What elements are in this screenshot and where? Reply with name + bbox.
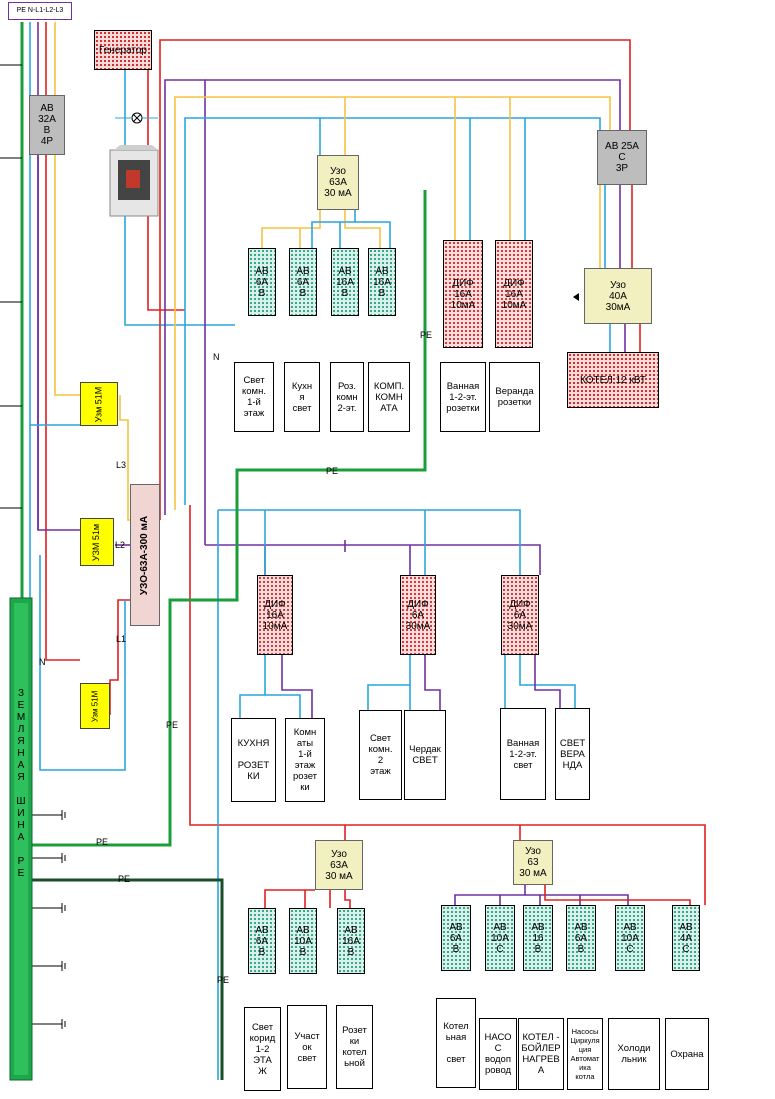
group1-load-1: Свет комн. 1-й этаж	[234, 362, 274, 432]
pe-label-1: PE	[420, 330, 433, 340]
main-breaker-32a[interactable]: АВ 32А В 4Р	[29, 95, 65, 155]
group5-breaker-3[interactable]: АВ 16 В	[523, 905, 553, 971]
l1-label: L1	[116, 634, 127, 644]
group2-dif-2[interactable]: ДИФ 16А 10мА	[495, 240, 533, 348]
uzo-63a-300ma[interactable]: УЗО-63А-300 мА	[130, 484, 160, 626]
l3-label: L3	[116, 460, 127, 470]
group5-load-4: Насосы Циркуля ция Автомат ика котла	[567, 1018, 603, 1090]
group5-breaker-2[interactable]: АВ 10А С	[485, 905, 515, 971]
group3-dif-1[interactable]: ДИФ 16А 10мА	[257, 575, 293, 655]
ground-bus-label: З Е М Л Я Н А Я Ш И Н А Р Е	[16, 688, 26, 879]
group4-breaker-2[interactable]: АВ 10А В	[289, 908, 317, 974]
uzm-l1-label: Узм 51М	[90, 690, 100, 722]
group3-load-4: Чердак СВЕТ	[404, 710, 446, 800]
group5-breaker-5[interactable]: АВ 10А С	[615, 905, 645, 971]
pe-label-4: PE	[96, 837, 109, 847]
group4-breaker-3[interactable]: АВ 16А В	[337, 908, 365, 974]
group3-load-5: Ванная 1-2-эт. свет	[500, 708, 546, 800]
group3-load-3: Свет комн. 2 этаж	[359, 710, 402, 800]
breaker-25a[interactable]: АВ 25А С 3Р	[597, 130, 647, 185]
group3-dif-2[interactable]: ДИФ 6А 30мА	[400, 575, 436, 655]
uzo-40a[interactable]: Узо 40А 30мА	[584, 268, 652, 324]
group5-breaker-1[interactable]: АВ 6А В	[441, 905, 471, 971]
group1-breaker-1[interactable]: АВ 6А В	[248, 248, 276, 316]
pe-label-3: PE	[166, 720, 179, 730]
voltage-relay-l1[interactable]: Узм 51М	[80, 683, 110, 729]
transfer-switch-icon	[109, 145, 159, 217]
group4-load-2: Участ ок свет	[287, 1005, 327, 1089]
group5-load-3: КОТЕЛ - БОЙЛЕР НАГРЕВ А	[518, 1018, 564, 1090]
group4-load-1: Свет корид 1-2 ЭТА Ж	[244, 1007, 281, 1091]
uzm-l2-label: УЗМ 51м	[91, 523, 102, 561]
group1-breaker-4[interactable]: АВ 16А В	[368, 248, 396, 316]
group5-uzo-63a[interactable]: Узо 63 30 мА	[513, 840, 553, 885]
pe-label-2: PE	[326, 466, 339, 476]
group5-breaker-6[interactable]: АВ 4А С	[672, 905, 700, 971]
pe-label-6: PE	[217, 975, 230, 985]
group1-uzo-63a[interactable]: Узо 63А 30 мА	[317, 155, 359, 210]
group3-load-6: СВЕТ ВЕРА НДА	[555, 708, 590, 800]
group3-load-2: Комн аты 1-й этаж розет ки	[285, 718, 325, 802]
group5-load-1: Котел ьная свет	[436, 998, 476, 1088]
group2-dif-1[interactable]: ДИФ 16А 10мА	[443, 240, 483, 348]
l2-label: L2	[115, 540, 126, 550]
generator-box[interactable]: Генератор	[94, 30, 152, 70]
group3-dif-3[interactable]: ДИФ 6А 30мА	[501, 575, 539, 655]
phase-header-label: PE N-L1-L2-L3	[8, 2, 72, 20]
group1-breaker-3[interactable]: АВ 16А В	[331, 248, 359, 316]
pe-label-5: PE	[118, 874, 131, 884]
group4-breaker-1[interactable]: АВ 6А В	[248, 908, 276, 974]
group2-load-1: Ванная 1-2-эт. розетки	[440, 362, 486, 432]
group2-load-2: Веранда розетки	[489, 362, 540, 432]
group3-load-1: КУХНЯ РОЗЕТ КИ	[231, 718, 276, 802]
n-label-left: N	[39, 657, 46, 667]
voltage-relay-l3[interactable]: Узм 51М	[80, 382, 118, 426]
group1-load-4: КОМП. КОМН АТА	[368, 362, 410, 432]
group4-uzo-63a[interactable]: Узо 63А 30 мА	[315, 840, 363, 890]
group5-load-6: Охрана	[665, 1018, 709, 1090]
group1-load-3: Роз. комн 2-эт.	[330, 362, 364, 432]
group5-breaker-4[interactable]: АВ 6А В	[566, 905, 596, 971]
group5-load-5: Холоди льник	[608, 1018, 660, 1090]
uzm-l3-label: Узм 51М	[93, 386, 104, 422]
n-label-mid: N	[213, 352, 220, 362]
voltage-relay-l2[interactable]: УЗМ 51м	[80, 518, 114, 566]
group4-load-3: Розет ки котел ьной	[336, 1005, 373, 1089]
uzo-main-label: УЗО-63А-300 мА	[139, 515, 151, 595]
group1-breaker-2[interactable]: АВ 6А В	[289, 248, 317, 316]
boiler-12kw[interactable]: КОТЕЛ 12 кВТ	[567, 352, 659, 408]
group1-load-2: Кухн я свет	[284, 362, 320, 432]
group5-load-2: НАСО С водоп ровод	[479, 1018, 517, 1090]
